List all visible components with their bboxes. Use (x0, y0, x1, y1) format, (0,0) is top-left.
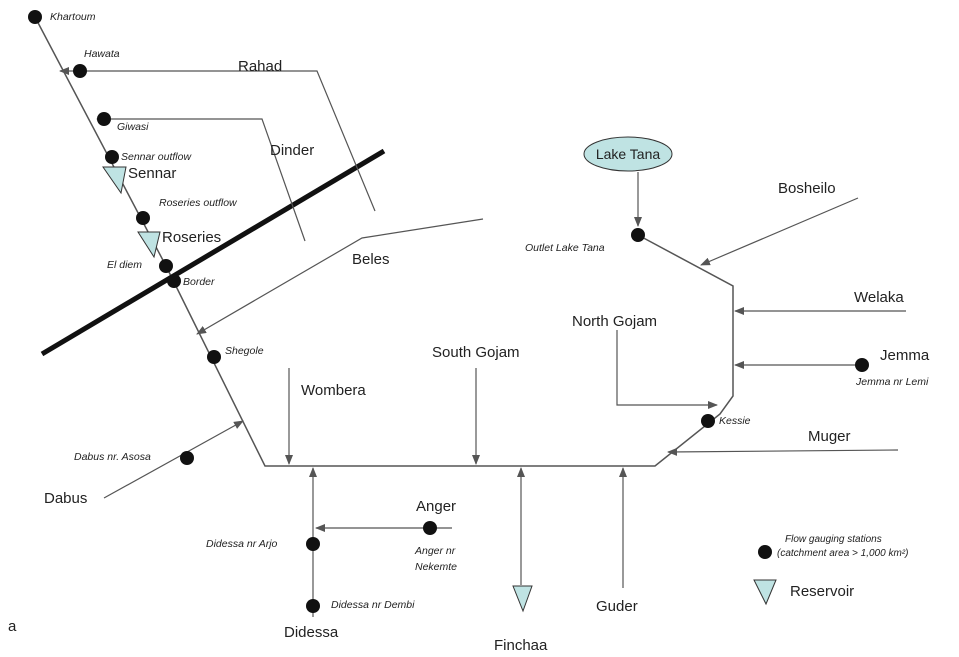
muger-river-line (667, 447, 899, 456)
sennar-reservoir-icon (102, 166, 127, 195)
el-diem-station-label: El diem (107, 259, 142, 271)
legend-reservoir-icon (753, 579, 777, 606)
didessa-label: Didessa (284, 624, 339, 641)
sennar-outflow-station-label: Sennar outflow (121, 151, 192, 163)
bosheilo-river-line (700, 197, 859, 266)
finchaa-label: Finchaa (494, 637, 548, 654)
kessie-station-dot (701, 414, 715, 428)
jemma-nr-lemi-station-label: Jemma nr Lemi (855, 376, 929, 388)
outlet-lake-tana-station-dot (631, 228, 645, 242)
roseries-reservoir-icon (137, 231, 161, 259)
roseries-reservoir-label: Roseries (162, 229, 221, 246)
didessa-nr-dembi-station-label: Didessa nr Dembi (331, 599, 415, 611)
giwasi-station-dot (97, 112, 111, 126)
dabus-nr-asosa-station-dot (180, 451, 194, 465)
legend-station-label-line1: Flow gauging stations (785, 534, 882, 545)
anger-nr-nekemte-label-line1: Anger nr (414, 545, 456, 557)
roseries-outflow-station-label: Roseries outflow (159, 197, 238, 209)
welaka-label: Welaka (854, 289, 904, 306)
wombera-label: Wombera (301, 382, 366, 399)
muger-label: Muger (808, 428, 851, 445)
legend-station-label-line2: (catchment area > 1,000 km²) (777, 548, 908, 559)
dabus-label: Dabus (44, 490, 87, 507)
country-border-line (40, 148, 386, 357)
dinder-label: Dinder (270, 142, 314, 159)
sennar-reservoir-label: Sennar (128, 165, 176, 182)
panel-label: a (8, 618, 17, 635)
sennar-outflow-station-dot (105, 150, 119, 164)
rahad-label: Rahad (238, 58, 282, 75)
north-gojam-label: North Gojam (572, 313, 657, 330)
jemma-label: Jemma (880, 347, 930, 364)
didessa-nr-dembi-station-dot (306, 599, 320, 613)
roseries-outflow-station-dot (136, 211, 150, 225)
dabus-nr-asosa-station-label: Dabus nr. Asosa (74, 451, 151, 463)
legend-reservoir-label: Reservoir (790, 583, 854, 600)
lake-tana-ellipse (583, 136, 673, 172)
anger-nr-nekemte-label-line2: Nekemte (415, 561, 457, 573)
dabus-river-line (103, 420, 244, 499)
legend-station-dot (758, 545, 772, 559)
jemma-nr-lemi-station-dot (855, 358, 869, 372)
shegole-station-dot (207, 350, 221, 364)
khartoum-station-dot (28, 10, 42, 24)
south-gojam-label: South Gojam (432, 344, 520, 361)
khartoum-station-label: Khartoum (50, 11, 96, 23)
bosheilo-label: Bosheilo (778, 180, 836, 197)
anger-nr-nekemte-station-dot (423, 521, 437, 535)
legend: Flow gauging stations (catchment area > … (753, 534, 908, 606)
kessie-station-label: Kessie (719, 415, 751, 427)
hawata-station-dot (73, 64, 87, 78)
shegole-station-label: Shegole (225, 345, 264, 357)
dinder-river-line (96, 115, 306, 242)
didessa-nr-arjo-station-dot (306, 537, 320, 551)
rahad-river-line (59, 67, 376, 212)
border-station-dot (167, 274, 181, 288)
lake-tana-label: Lake Tana (596, 146, 661, 162)
guder-label: Guder (596, 598, 638, 615)
didessa-nr-arjo-station-label: Didessa nr Arjo (206, 538, 278, 550)
anger-label: Anger (416, 498, 456, 515)
outlet-lake-tana-station-label: Outlet Lake Tana (525, 242, 605, 254)
north-gojam-river-line (616, 330, 718, 409)
border-station-label: Border (183, 276, 215, 288)
blue-nile-main-channel (34, 16, 734, 467)
finchaa-reservoir-icon (512, 585, 533, 613)
el-diem-station-dot (159, 259, 173, 273)
beles-river-line (196, 218, 484, 335)
giwasi-station-label: Giwasi (117, 121, 149, 133)
beles-label: Beles (352, 251, 390, 268)
hawata-station-label: Hawata (84, 48, 120, 60)
